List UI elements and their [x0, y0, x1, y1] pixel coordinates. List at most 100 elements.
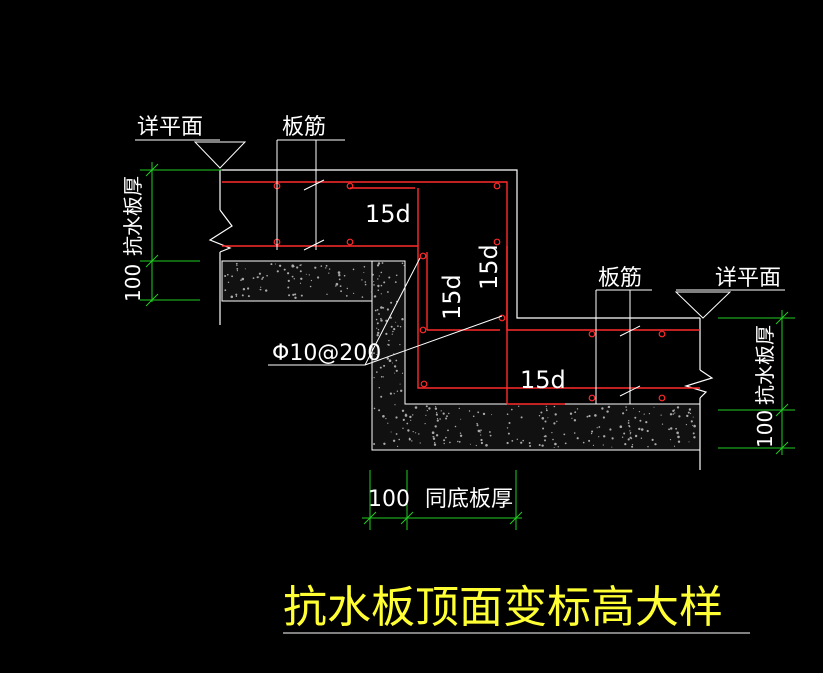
concrete-speckle [647, 446, 649, 448]
concrete-speckle [310, 279, 312, 282]
concrete-speckle [395, 321, 397, 323]
concrete-speckle [443, 442, 445, 445]
concrete-speckle [544, 420, 547, 423]
label-anchor-15d-vert-right: 15d [475, 244, 503, 290]
concrete-speckle [374, 309, 377, 312]
concrete-speckle [411, 440, 413, 442]
concrete-speckle [448, 412, 450, 415]
concrete-speckle [337, 271, 341, 274]
structure-outline [208, 169, 714, 470]
concrete-speckle [387, 343, 389, 346]
concrete-speckle [287, 272, 290, 275]
concrete-speckles [224, 262, 696, 448]
concrete-speckle [506, 427, 509, 429]
concrete-speckle [678, 415, 681, 418]
concrete-speckle [634, 434, 638, 438]
concrete-speckle [382, 307, 385, 309]
cushion-step [371, 260, 701, 451]
concrete-speckle [651, 438, 654, 441]
concrete-speckle [435, 434, 439, 437]
concrete-speckle [345, 295, 348, 297]
concrete-speckle [434, 425, 437, 428]
concrete-speckle [236, 264, 238, 267]
concrete-speckle [544, 439, 546, 442]
label-slab-bar-right: 板筋 [598, 266, 642, 291]
rebar-dot [346, 238, 354, 246]
concrete-speckle [406, 422, 409, 425]
concrete-speckle [402, 427, 404, 429]
concrete-speckle [588, 439, 591, 442]
concrete-speckle [619, 425, 623, 429]
concrete-speckle [377, 289, 380, 292]
concrete-speckle [379, 366, 382, 369]
concrete-speckle [407, 429, 410, 432]
concrete-speckle [469, 443, 471, 445]
rebar [222, 181, 700, 405]
concrete-speckle [582, 441, 585, 444]
concrete-speckle [692, 424, 693, 426]
concrete-speckle [230, 295, 234, 299]
concrete-speckle [435, 413, 438, 416]
concrete-speckle [376, 264, 380, 267]
concrete-speckle [623, 432, 626, 435]
concrete-speckle [574, 411, 577, 414]
concrete-speckle [395, 416, 398, 419]
concrete-speckle [380, 376, 383, 378]
cushion-left [221, 260, 383, 302]
concrete-speckle [442, 412, 445, 415]
concrete-speckle [425, 414, 427, 416]
concrete-speckle [449, 441, 451, 444]
concrete-speckle [631, 445, 634, 448]
concrete-speckle [393, 365, 397, 368]
concrete-speckle [628, 425, 630, 427]
concrete-speckle [380, 271, 383, 274]
concrete-cushion [221, 260, 701, 451]
drawing-title: 抗水板顶面变标高大样 [283, 582, 723, 633]
concrete-speckle [551, 432, 553, 434]
concrete-speckle [390, 431, 392, 433]
concrete-speckle [370, 291, 373, 293]
label-anchor-15d-bottom: 15d [520, 366, 566, 394]
concrete-speckle [227, 281, 230, 283]
concrete-speckle [576, 437, 579, 440]
concrete-speckle [386, 357, 389, 360]
label-anchor-15d-vert-left: 15d [438, 274, 466, 320]
concrete-speckle [392, 330, 394, 333]
concrete-speckle [645, 421, 648, 424]
concrete-speckle [380, 395, 383, 398]
concrete-speckle [278, 264, 282, 267]
concrete-speckle [544, 435, 547, 438]
concrete-speckle [569, 412, 573, 415]
concrete-speckle [643, 413, 645, 415]
concrete-speckle [314, 266, 317, 269]
concrete-speckle [410, 419, 412, 421]
concrete-speckle [275, 263, 277, 265]
concrete-speckle [458, 407, 460, 410]
concrete-speckle [418, 433, 420, 435]
concrete-speckle [227, 273, 229, 276]
label-slab-bar-left: 板筋 [282, 115, 326, 140]
concrete-speckle [258, 272, 261, 275]
concrete-speckle [546, 409, 548, 412]
concrete-speckle [294, 293, 297, 296]
leader-lines [135, 139, 785, 404]
concrete-speckle [383, 281, 386, 284]
concrete-speckle [414, 406, 418, 409]
concrete-speckle [511, 408, 513, 411]
concrete-speckle [540, 411, 543, 414]
concrete-speckle [328, 268, 331, 270]
concrete-speckle [603, 435, 606, 438]
concrete-speckle [343, 274, 346, 277]
concrete-speckle [668, 428, 670, 431]
concrete-speckle [511, 440, 514, 442]
concrete-speckle [508, 422, 511, 424]
concrete-speckle [394, 404, 396, 406]
concrete-speckle [609, 428, 612, 431]
concrete-speckle [382, 376, 384, 378]
concrete-speckle [590, 432, 593, 435]
concrete-speckle [571, 417, 573, 419]
concrete-speckle [309, 285, 312, 288]
concrete-speckle [388, 359, 392, 363]
